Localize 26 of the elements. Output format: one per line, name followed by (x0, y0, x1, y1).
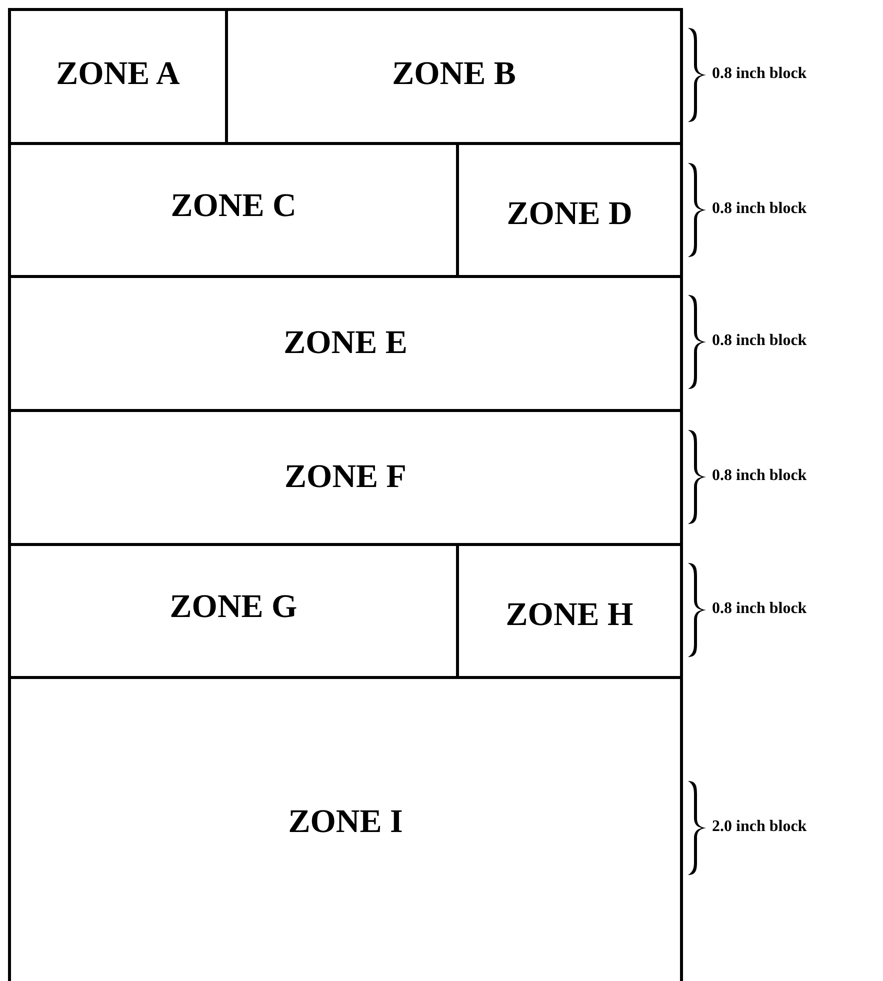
zone-box (225, 8, 683, 145)
curly-bracket (688, 162, 706, 258)
zone-label: ZONE E (284, 325, 408, 362)
curly-bracket (688, 562, 706, 658)
dimension-label: 0.8 inch block (712, 332, 807, 350)
dimension-label: 0.8 inch block (712, 200, 807, 218)
dimension-label: 0.8 inch block (712, 65, 807, 83)
zone-label: ZONE I (288, 804, 403, 840)
zone-label: ZONE A (56, 56, 180, 93)
dimension-label: 2.0 inch block (712, 818, 807, 836)
zone-box (8, 8, 228, 145)
curly-bracket (688, 429, 706, 525)
zone-label: ZONE G (170, 588, 298, 626)
curly-bracket (688, 780, 706, 876)
curly-bracket (688, 27, 706, 123)
dimension-label: 0.8 inch block (712, 600, 807, 618)
zone-label: ZONE H (506, 596, 634, 634)
zone-box (8, 676, 683, 981)
zone-box (8, 275, 683, 412)
zone-label: ZONE C (170, 188, 296, 224)
zone-label: ZONE B (392, 56, 516, 93)
dimension-label: 0.8 inch block (712, 467, 807, 485)
curly-bracket (688, 294, 706, 390)
zone-label: ZONE D (506, 196, 632, 232)
zone-label: ZONE F (284, 459, 406, 496)
zone-box (8, 409, 683, 546)
